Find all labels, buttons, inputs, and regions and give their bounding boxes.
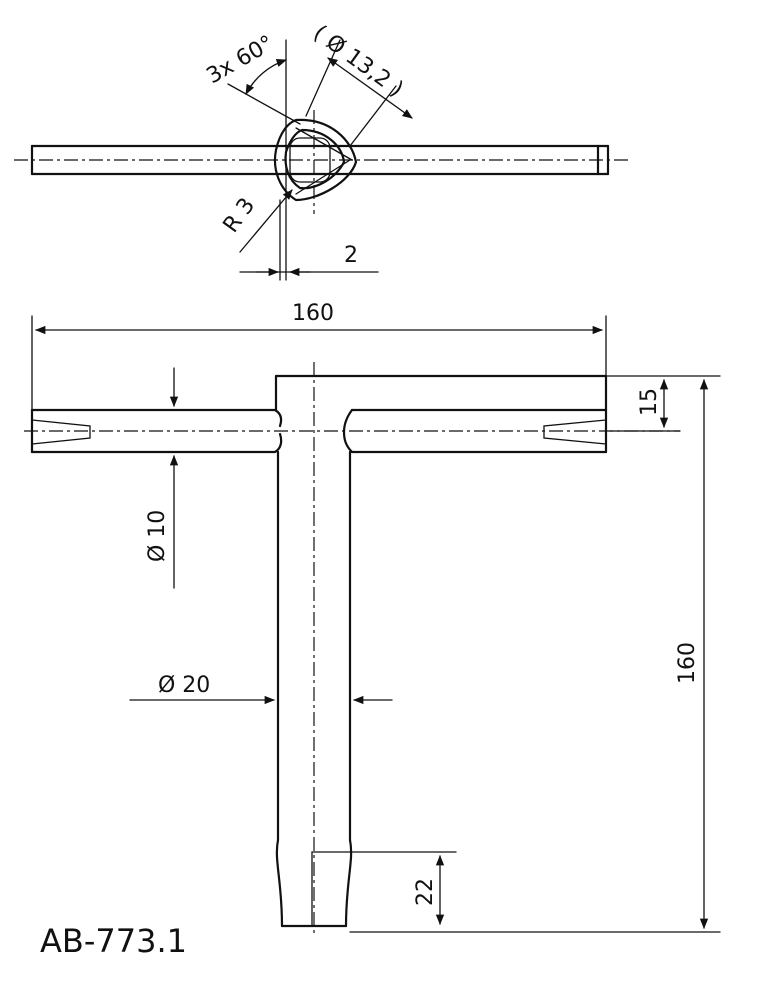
front-view: 160 <box>24 301 721 934</box>
shaft-diameter-label: Ø 20 <box>158 673 210 698</box>
offset-label: 2 <box>344 243 358 268</box>
top-offset-dimension: 15 <box>605 375 721 432</box>
handle-diameter-label: Ø 10 <box>145 510 170 562</box>
angle-label: 3x 60° <box>203 31 279 89</box>
socket-depth-dimension: 22 <box>349 851 457 926</box>
top-offset-label: 15 <box>637 388 662 416</box>
radius-dimension: R 3 <box>219 189 293 253</box>
socket-depth-label: 22 <box>413 878 438 906</box>
top-view: 3x 60° ( Ø 13,2 ) R 3 2 <box>14 21 628 281</box>
overall-height-dimension: 160 <box>349 378 721 933</box>
shaft-diameter-dimension: Ø 20 <box>129 673 393 705</box>
overall-height-label: 160 <box>675 642 700 684</box>
overall-width-label: 160 <box>292 301 334 326</box>
angle-dimension: 3x 60° <box>203 31 301 281</box>
front-view-handle-bar <box>24 408 680 454</box>
drawing-number: AB-773.1 <box>40 922 187 960</box>
radius-label: R 3 <box>219 193 261 237</box>
handle-diameter-dimension: Ø 10 <box>145 367 179 589</box>
top-view-hub <box>273 110 358 214</box>
front-view-shaft <box>274 362 608 934</box>
hex-size-label: ( Ø 13,2 ) <box>308 21 407 103</box>
overall-width-dimension: 160 <box>31 301 607 453</box>
hex-size-dimension: ( Ø 13,2 ) <box>305 21 413 147</box>
top-view-handle-bar <box>14 144 628 176</box>
offset-dimension: 2 <box>239 199 379 281</box>
